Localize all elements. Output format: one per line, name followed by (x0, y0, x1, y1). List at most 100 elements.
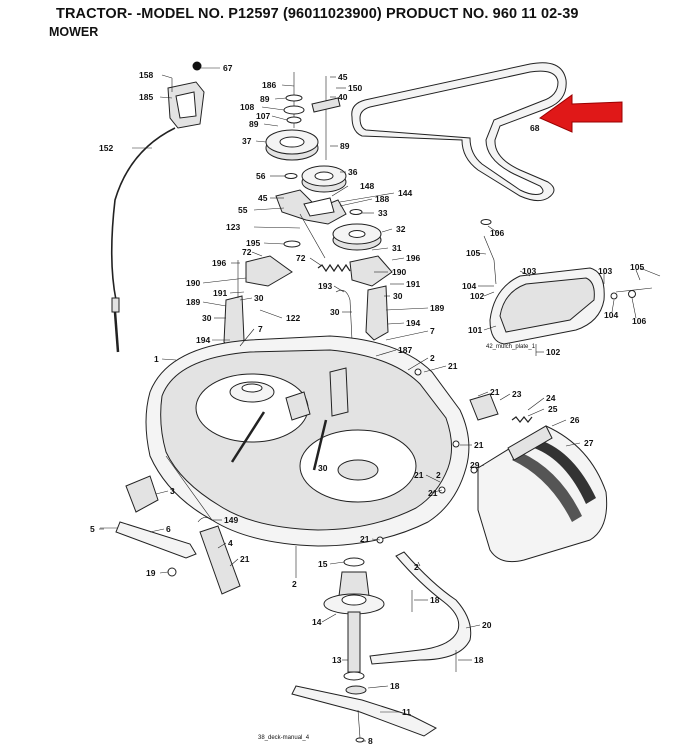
part-label: 149 (224, 515, 238, 525)
part-label: 31 (392, 243, 402, 253)
part-label: 18 (430, 595, 440, 605)
part-label: 195 (246, 238, 260, 248)
part-label: 152 (99, 143, 113, 153)
part-label: 189 (430, 303, 444, 313)
part-label: 30 (393, 291, 403, 301)
page-title: TRACTOR- -MODEL NO. P12597 (96011023900)… (56, 6, 579, 22)
mulch-plate-caption: 42_mulch_plate_1 (486, 344, 536, 350)
part-label: 11 (402, 707, 411, 717)
blade-spindle[interactable] (291, 557, 437, 743)
part-label: 21 (240, 554, 250, 564)
part-label: 148 (360, 181, 374, 191)
part-label: 3 (170, 486, 175, 496)
part-label: 40 (338, 92, 348, 102)
part-label: 1 (154, 354, 159, 364)
knob-icon (192, 61, 202, 71)
part-label: 37 (242, 136, 252, 146)
part-label: 23 (512, 389, 522, 399)
part-label: 4 (228, 538, 233, 548)
deck-manual-caption: 38_deck-manual_4 (258, 735, 310, 741)
part-label: 30 (254, 293, 264, 303)
page-subtitle: MOWER (49, 25, 99, 39)
part-label: 56 (256, 171, 266, 181)
part-label: 21 (490, 387, 500, 397)
part-label: 191 (213, 288, 227, 298)
mower-deck-housing[interactable] (145, 335, 470, 547)
part-label: 123 (226, 222, 240, 232)
part-label: 45 (338, 72, 348, 82)
part-label: 104 (604, 310, 618, 320)
part-label: 25 (548, 404, 558, 414)
part-label: 68 (530, 123, 540, 133)
part-label: 2 (436, 470, 441, 480)
mulch-plate[interactable] (480, 219, 661, 357)
part-label: 15 (318, 559, 328, 569)
part-label: 185 (139, 92, 153, 102)
part-label: 190 (392, 267, 406, 277)
part-label: 29 (470, 460, 480, 470)
part-label: 106 (632, 316, 646, 326)
idler-pulley-stack[interactable] (265, 72, 319, 179)
part-label: 36 (348, 167, 358, 177)
part-label: 45 (258, 193, 268, 203)
right-hanger-bracket[interactable] (335, 255, 393, 341)
part-label: 158 (139, 70, 153, 80)
part-label: 187 (398, 345, 412, 355)
part-label: 21 (414, 470, 424, 480)
part-label: 105 (466, 248, 480, 258)
part-label: 2 (292, 579, 297, 589)
left-hanger-bracket[interactable] (223, 255, 293, 351)
part-label: 72 (242, 247, 252, 257)
part-label: 18 (390, 681, 400, 691)
part-label: 89 (340, 141, 350, 151)
part-label: 144 (398, 188, 412, 198)
part-label: 7 (430, 326, 435, 336)
part-label: 105 (630, 262, 644, 272)
tension-spring[interactable] (317, 263, 351, 273)
discharge-chute[interactable] (469, 393, 608, 563)
idler-pulley-right[interactable] (301, 76, 347, 193)
part-label: 150 (348, 83, 362, 93)
drive-belt[interactable] (351, 62, 567, 202)
part-label: 30 (202, 313, 212, 323)
part-label: 102 (470, 291, 484, 301)
part-labels: 158 67 185 152 186 89 108 107 89 37 89 5… (90, 63, 646, 746)
part-label: 27 (584, 438, 594, 448)
part-label: 24 (546, 393, 556, 403)
part-label: 20 (482, 620, 492, 630)
part-label: 21 (360, 534, 370, 544)
front-hanger-bracket[interactable] (100, 475, 241, 595)
callout-arrow (538, 94, 623, 133)
part-label: 72 (296, 253, 306, 263)
part-label: 6 (166, 524, 171, 534)
part-label: 188 (375, 194, 389, 204)
part-label: 26 (570, 415, 580, 425)
part-label: 107 (256, 111, 270, 121)
part-label: 14 (312, 617, 322, 627)
idler-bracket[interactable] (275, 189, 347, 259)
drive-pulley-32[interactable] (332, 209, 382, 251)
part-label: 21 (474, 440, 484, 450)
part-label: 196 (212, 258, 226, 268)
part-label: 21 (428, 488, 438, 498)
part-label: 5 (90, 524, 95, 534)
part-label: 30 (330, 307, 340, 317)
part-label: 67 (223, 63, 233, 73)
part-label: 7 (258, 324, 263, 334)
part-label: 8 (368, 736, 373, 746)
part-label: 89 (260, 94, 270, 104)
cable-assembly[interactable] (110, 61, 205, 353)
part-label: 30 (318, 463, 328, 473)
part-label: 104 (462, 281, 476, 291)
part-label: 190 (186, 278, 200, 288)
part-label: 196 (406, 253, 420, 263)
part-label: 102 (546, 347, 560, 357)
part-label: 194 (196, 335, 210, 345)
part-label: 2 (414, 562, 419, 572)
part-label: 89 (249, 119, 259, 129)
part-label: 2 (430, 353, 435, 363)
part-label: 18 (474, 655, 484, 665)
part-label: 32 (396, 224, 406, 234)
deck-baffle[interactable] (369, 551, 472, 665)
